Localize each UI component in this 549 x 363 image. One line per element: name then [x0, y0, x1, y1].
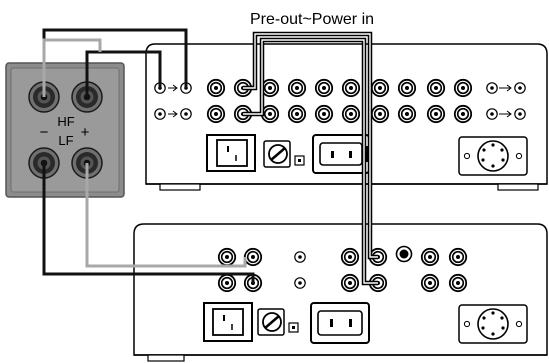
bottom-power-switch: [203, 302, 253, 342]
hf-black-cable-2: [85, 50, 162, 97]
bottom-din-connector: [458, 304, 528, 344]
speaker-terminal-plate: HF LF − +: [5, 62, 125, 198]
top-power-inlet: [312, 134, 372, 174]
top-power-switch: [206, 134, 256, 172]
top-left-input-jacks: [154, 82, 192, 120]
pre-out-power-in-cable: [243, 31, 378, 286]
minus-label: −: [40, 124, 49, 141]
lf-black-cable: [42, 163, 255, 283]
bottom-amplifier: [133, 223, 548, 362]
bottom-fuse-holder: [257, 308, 299, 336]
hf-label: HF: [57, 114, 74, 129]
bottom-power-inlet: [310, 302, 370, 344]
bi-wire-cables: [42, 28, 255, 283]
plus-label: +: [81, 124, 90, 141]
diagram-title: Pre-out~Power in: [250, 11, 374, 28]
bottom-rca-jacks: [217, 245, 468, 293]
top-amplifier: [145, 43, 548, 191]
hf-gray-cable: [42, 38, 102, 97]
lf-label: LF: [58, 133, 73, 148]
lf-gray-cable: [85, 163, 247, 268]
top-fuse-holder: [263, 140, 305, 168]
top-din-connector: [458, 136, 528, 176]
top-right-output-jacks: [486, 82, 526, 120]
